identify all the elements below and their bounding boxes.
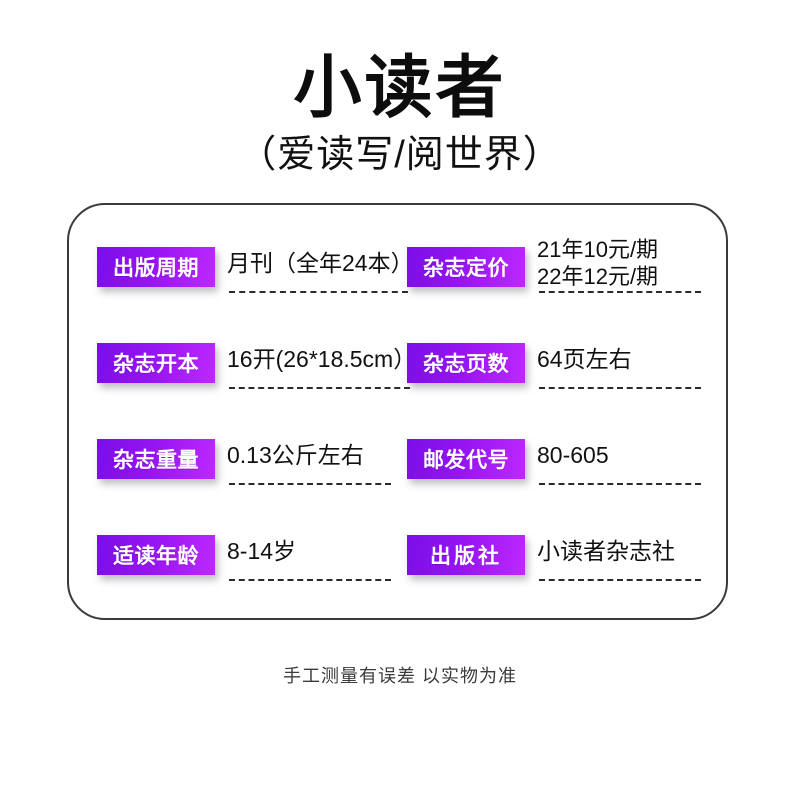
spec-value-secondary: 22年12元/期 <box>537 264 659 289</box>
spec-value: 月刊（全年24本） <box>227 250 414 277</box>
spec-value-wrap: 16开(26*18.5cm） <box>227 335 416 391</box>
spec-value: 小读者杂志社 <box>537 538 675 565</box>
spec-row-postal-code: 邮发代号 80-605 <box>407 431 707 487</box>
spec-label-badge: 邮发代号 <box>407 439 525 479</box>
spec-value-wrap: 8-14岁 <box>227 527 397 583</box>
footer-disclaimer: 手工测量有误差 以实物为准 <box>283 666 517 686</box>
spec-value-wrap: 月刊（全年24本） <box>227 239 414 295</box>
spec-row-publication-cycle: 出版周期 月刊（全年24本） <box>97 239 414 295</box>
spec-label-badge: 出版社 <box>407 535 525 575</box>
specification-card: 出版周期 月刊（全年24本） 杂志定价 21年10元/期 22年12元/期 杂志… <box>67 203 728 620</box>
spec-label-badge: 杂志开本 <box>97 343 215 383</box>
spec-value: 8-14岁 <box>227 538 297 565</box>
spec-value: 64页左右 <box>537 346 632 373</box>
dashed-underline <box>229 387 411 389</box>
spec-value-wrap: 小读者杂志社 <box>537 527 707 583</box>
dashed-underline <box>539 483 701 485</box>
spec-row-reading-age: 适读年龄 8-14岁 <box>97 527 397 583</box>
spec-label-badge: 杂志重量 <box>97 439 215 479</box>
spec-value: 16开(26*18.5cm） <box>227 346 417 373</box>
spec-label-badge: 杂志页数 <box>407 343 525 383</box>
spec-value: 80-605 <box>537 442 609 469</box>
spec-row-magazine-weight: 杂志重量 0.13公斤左右 <box>97 431 397 487</box>
spec-row-magazine-price: 杂志定价 21年10元/期 22年12元/期 <box>407 237 707 295</box>
page-header: 小读者 （爱读写/阅世界） <box>0 0 800 174</box>
spec-value-wrap: 0.13公斤左右 <box>227 431 397 487</box>
spec-value-wrap: 21年10元/期 22年12元/期 <box>537 237 707 295</box>
spec-row-publisher: 出版社 小读者杂志社 <box>407 527 707 583</box>
spec-row-magazine-format: 杂志开本 16开(26*18.5cm） <box>97 335 416 391</box>
spec-label-badge: 杂志定价 <box>407 247 525 287</box>
spec-row-page-count: 杂志页数 64页左右 <box>407 335 707 391</box>
spec-value: 0.13公斤左右 <box>227 442 364 469</box>
dashed-underline <box>539 387 701 389</box>
spec-label-badge: 适读年龄 <box>97 535 215 575</box>
spec-value-wrap: 80-605 <box>537 431 707 487</box>
spec-value: 21年10元/期 <box>537 237 659 263</box>
dashed-underline <box>229 579 391 581</box>
dashed-underline <box>229 291 408 293</box>
page-subtitle: （爱读写/阅世界） <box>238 134 562 176</box>
dashed-underline <box>539 579 701 581</box>
page-title: 小读者 <box>293 50 507 126</box>
dashed-underline <box>229 483 391 485</box>
dashed-underline <box>539 291 701 293</box>
spec-value-wrap: 64页左右 <box>537 335 707 391</box>
spec-label-badge: 出版周期 <box>97 247 215 287</box>
specification-grid: 出版周期 月刊（全年24本） 杂志定价 21年10元/期 22年12元/期 杂志… <box>69 205 726 618</box>
